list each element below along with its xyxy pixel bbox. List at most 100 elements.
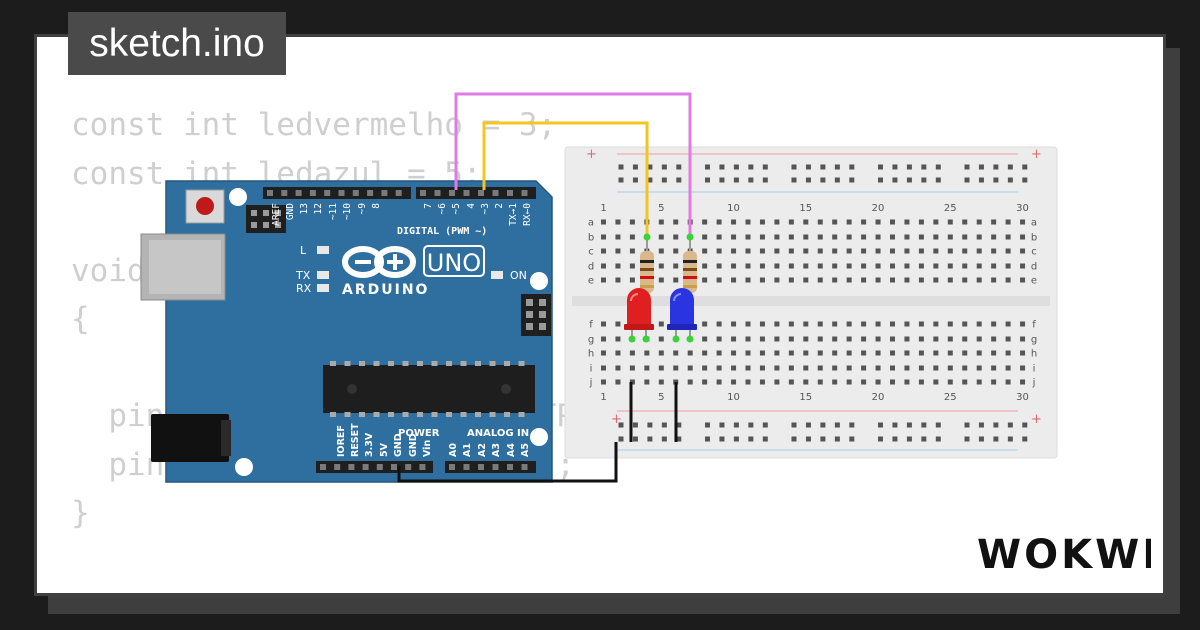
pin-label: AREF — [271, 203, 282, 226]
pin-label: 4 — [466, 203, 477, 209]
column-label: 15 — [799, 203, 812, 214]
pin-label: TX→1 — [508, 203, 519, 226]
svg-text:WOKWI: WOKWI — [977, 532, 1151, 576]
code-line: const int ledvermelho = 3; — [71, 107, 557, 143]
file-title: sketch.ino — [68, 12, 286, 75]
plus-sign-bottom-left: + — [611, 412, 622, 427]
plus-sign-top-right: + — [1031, 147, 1042, 162]
column-label: 10 — [727, 203, 740, 214]
icsp-header — [246, 205, 286, 233]
row-label: c — [1031, 247, 1037, 258]
row-label: a — [1031, 218, 1037, 229]
column-label: 5 — [658, 203, 664, 214]
breadboard-holes[interactable] — [601, 164, 1028, 442]
row-label: j — [589, 378, 593, 389]
power-pin-label: 5V — [379, 442, 390, 457]
row-label: b — [1031, 233, 1037, 244]
pin-label: 8 — [371, 203, 382, 209]
led-blue[interactable] — [667, 288, 697, 338]
onboard-leds — [317, 246, 503, 292]
column-label: 15 — [799, 392, 812, 403]
column-label: 1 — [600, 203, 606, 214]
pin-label: ~6 — [437, 203, 448, 215]
row-label: i — [1033, 364, 1036, 375]
wokwi-logo: WOKWI — [977, 532, 1151, 576]
power-pin-label: IOREF — [336, 425, 347, 457]
row-label: f — [1032, 320, 1036, 331]
analog-header-pins[interactable] — [445, 461, 536, 473]
dc-power-jack — [151, 414, 231, 462]
pin-label: GND — [285, 203, 296, 220]
row-label: g — [1031, 335, 1037, 346]
code-line: { — [71, 301, 90, 337]
uno-model-text: UNO — [427, 249, 481, 277]
column-label: 10 — [727, 392, 740, 403]
analog-pin-label: A3 — [491, 443, 502, 457]
usb-connector — [140, 233, 226, 301]
led-red[interactable] — [624, 288, 654, 338]
digital-header-pins[interactable] — [263, 187, 536, 199]
column-label: 25 — [944, 392, 957, 403]
row-label: h — [1031, 349, 1037, 360]
tx-led-label: TX — [295, 269, 311, 282]
rx-led-label: RX — [296, 282, 312, 295]
power-pin-label: RESET — [350, 423, 361, 457]
row-label: d — [1031, 262, 1037, 273]
pin-label: 13 — [299, 203, 310, 214]
wire-black-gnd[interactable] — [397, 442, 618, 483]
pin-label: ~11 — [328, 203, 339, 220]
analog-pin-label: A5 — [520, 443, 531, 457]
row-label: e — [588, 276, 594, 287]
arduino-logo-icon — [342, 246, 416, 278]
reset-button[interactable] — [185, 189, 225, 224]
power-header-pins[interactable] — [316, 461, 433, 473]
wire-yellow-pin3[interactable] — [482, 121, 649, 236]
column-label: 5 — [658, 392, 664, 403]
power-label: POWER — [398, 428, 440, 439]
column-label: 30 — [1016, 392, 1029, 403]
row-label: d — [588, 262, 594, 273]
power-pin-label: GND — [408, 433, 419, 457]
pin-label: ~9 — [357, 203, 368, 215]
row-label: g — [588, 335, 594, 346]
code-line: } — [71, 495, 90, 531]
pin-label: RX←0 — [522, 203, 533, 226]
power-pin-label: 3.3V — [364, 432, 375, 457]
row-label: b — [588, 233, 594, 244]
analog-pin-label: A2 — [477, 443, 488, 457]
column-label: 1 — [600, 392, 606, 403]
power-pin-label: GND — [393, 433, 404, 457]
uno-badge — [423, 245, 485, 277]
column-label: 20 — [872, 392, 885, 403]
code-line: void loop() { — [71, 592, 314, 593]
row-label: e — [1031, 276, 1037, 287]
column-label: 20 — [872, 203, 885, 214]
analog-pin-label: A4 — [506, 443, 517, 457]
pin-label: 2 — [494, 203, 505, 209]
pin-label: ~5 — [451, 203, 462, 214]
row-label: c — [588, 247, 594, 258]
plus-sign-bottom-right: + — [1031, 412, 1042, 427]
connection-markers — [628, 233, 694, 343]
pin-label: 12 — [313, 203, 324, 214]
pin-label: 7 — [423, 203, 434, 209]
pin-label: ~3 — [480, 203, 491, 214]
analog-pin-label: A0 — [448, 443, 459, 457]
wire-pink-pin5[interactable] — [454, 92, 692, 236]
l-led-label: L — [300, 244, 307, 257]
digital-label: DIGITAL (PWM ~) — [397, 226, 487, 237]
icsp-header-right — [521, 294, 551, 336]
on-led-label: ON — [510, 269, 527, 282]
row-label: i — [590, 364, 593, 375]
arduino-brand-text: ARDUINO — [342, 282, 429, 298]
row-label: h — [588, 349, 594, 360]
analog-pin-label: A1 — [462, 443, 473, 457]
analog-in-label: ANALOG IN — [467, 428, 529, 439]
row-label: f — [589, 320, 593, 331]
resistor-red-led[interactable] — [640, 236, 654, 316]
microcontroller-chip — [323, 361, 535, 417]
